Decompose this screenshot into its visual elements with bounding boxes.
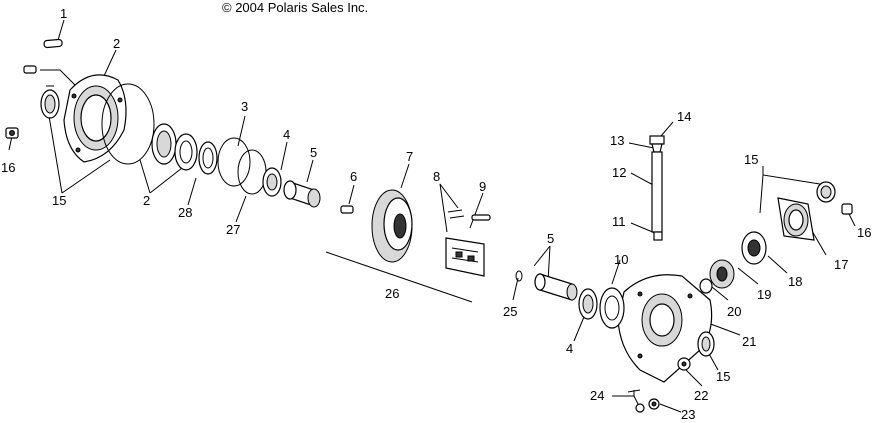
ring-3 [217, 137, 251, 187]
seal-15-right-top [816, 181, 836, 203]
bearing-4-left [262, 167, 282, 197]
callout-15: 15 [744, 152, 759, 167]
callout-5: 5 [547, 231, 555, 246]
callout-13: 13 [610, 133, 625, 148]
bearing-18 [741, 231, 767, 265]
callout-27: 27 [226, 222, 241, 237]
pin-1 [43, 38, 63, 49]
callout-28: 28 [178, 205, 193, 220]
callout-25: 25 [503, 304, 518, 319]
callout-24: 24 [590, 388, 605, 403]
callout-1: 1 [60, 6, 68, 21]
callout-17: 17 [834, 257, 849, 272]
clutch-cage [445, 237, 485, 277]
leader-lines [8, 19, 856, 413]
callout-11: 11 [612, 214, 626, 229]
callout-15: 15 [52, 193, 67, 208]
callout-2: 2 [113, 36, 121, 51]
gear-7 [371, 189, 413, 263]
cover-2 [63, 74, 127, 163]
shim-28 [198, 141, 218, 175]
seal-10 [599, 287, 625, 329]
callout-7: 7 [406, 149, 414, 164]
bushing-5-left [283, 180, 321, 208]
washer-20 [699, 278, 713, 294]
callout-14: 14 [677, 109, 692, 124]
callout-16: 16 [1, 160, 16, 175]
pinion-gear-19 [709, 259, 735, 289]
callout-12: 12 [612, 165, 627, 180]
pin-6 [340, 205, 354, 214]
callout-4: 4 [566, 341, 574, 356]
gasket-large [101, 83, 155, 165]
callout-2: 2 [143, 193, 151, 208]
ring-27 [237, 149, 267, 195]
shaft-9 [471, 214, 491, 221]
callout-21: 21 [742, 334, 757, 349]
bushing-5-right [534, 273, 578, 301]
tube-12 [651, 151, 663, 233]
copyright-notice: © 2004 Polaris Sales Inc. [222, 0, 369, 15]
vent-13-14 [649, 135, 665, 153]
bearing-race-2 [151, 123, 198, 171]
callout-20: 20 [727, 304, 742, 319]
callout-23: 23 [681, 407, 696, 422]
callout-8: 8 [433, 169, 441, 184]
callout-9: 9 [479, 179, 487, 194]
callout-26: 26 [385, 286, 400, 301]
callout-22: 22 [694, 388, 709, 403]
bolt-16-right [841, 203, 853, 215]
plug-22 [677, 357, 691, 371]
callout-5: 5 [310, 145, 318, 160]
spring-pins-8 [447, 209, 465, 219]
callout-15: 15 [716, 369, 731, 384]
cover-17 [777, 197, 815, 241]
callout-18: 18 [788, 274, 803, 289]
callout-10: 10 [614, 252, 629, 267]
seal-15-right-bottom [697, 331, 715, 357]
callout-4: 4 [283, 127, 291, 142]
callout-16: 16 [857, 225, 872, 240]
seal-15-left [40, 89, 60, 119]
housing-21 [617, 274, 713, 383]
plug-11 [653, 231, 663, 241]
bolt-16-left [5, 127, 19, 139]
screw-24 [627, 389, 645, 413]
callout-3: 3 [241, 99, 249, 114]
nut-23 [648, 398, 660, 410]
clip-25 [515, 270, 523, 282]
small-pins [23, 65, 56, 87]
bearing-4-right [578, 288, 598, 320]
callout-6: 6 [350, 169, 358, 184]
callout-19: 19 [757, 287, 772, 302]
